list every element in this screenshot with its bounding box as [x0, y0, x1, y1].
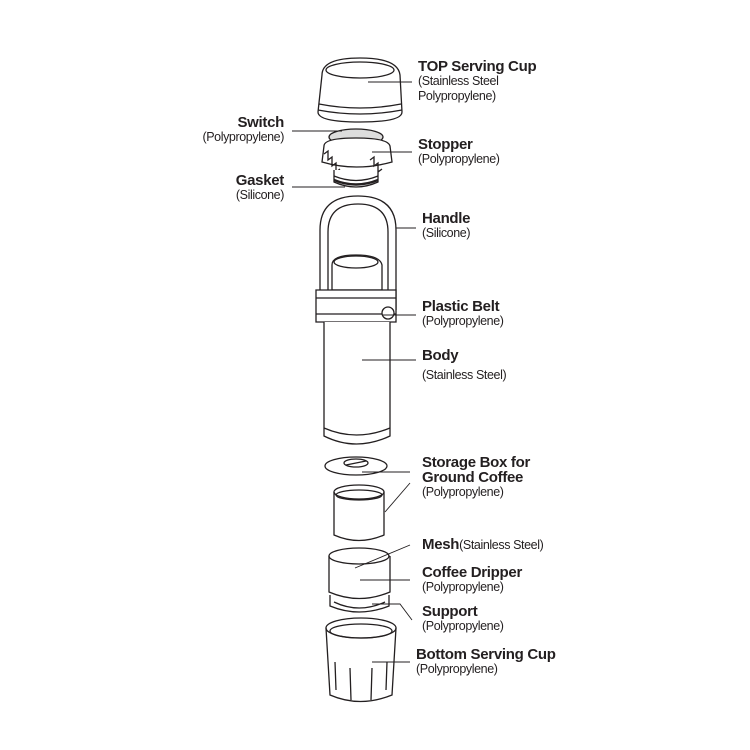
label-handle: Handle (Silicone) — [422, 210, 471, 240]
gasket-drawing — [333, 170, 379, 188]
label-bottom-serving-cup: Bottom Serving Cup (Polypropylene) — [416, 646, 556, 676]
label-plastic-belt: Plastic Belt (Polypropylene) — [422, 298, 504, 328]
stopper-drawing — [321, 128, 393, 174]
label-top-serving-cup: TOP Serving Cup (Stainless Steel Polypro… — [418, 58, 537, 103]
body-drawing — [315, 254, 397, 445]
storage-box-drawing — [324, 456, 388, 542]
handle-drawing — [319, 195, 397, 310]
label-switch: Switch (Polypropylene) — [202, 114, 284, 144]
label-body: Body (Stainless Steel) — [422, 347, 507, 382]
top-serving-cup-drawing — [317, 57, 403, 123]
label-gasket: Gasket (Silicone) — [235, 172, 285, 202]
label-coffee-dripper: Coffee Dripper (Polypropylene) — [422, 564, 522, 594]
label-stopper: Stopper (Polypropylene) — [418, 136, 500, 166]
label-support: Support (Polypropylene) — [422, 603, 504, 633]
label-mesh: Mesh(Stainless Steel) — [422, 536, 544, 553]
leader-lines — [292, 81, 416, 663]
bottom-serving-cup-drawing — [325, 617, 397, 703]
coffee-dripper-drawing — [328, 547, 391, 613]
label-storage-box: Storage Box for Ground Coffee (Polypropy… — [422, 454, 531, 499]
